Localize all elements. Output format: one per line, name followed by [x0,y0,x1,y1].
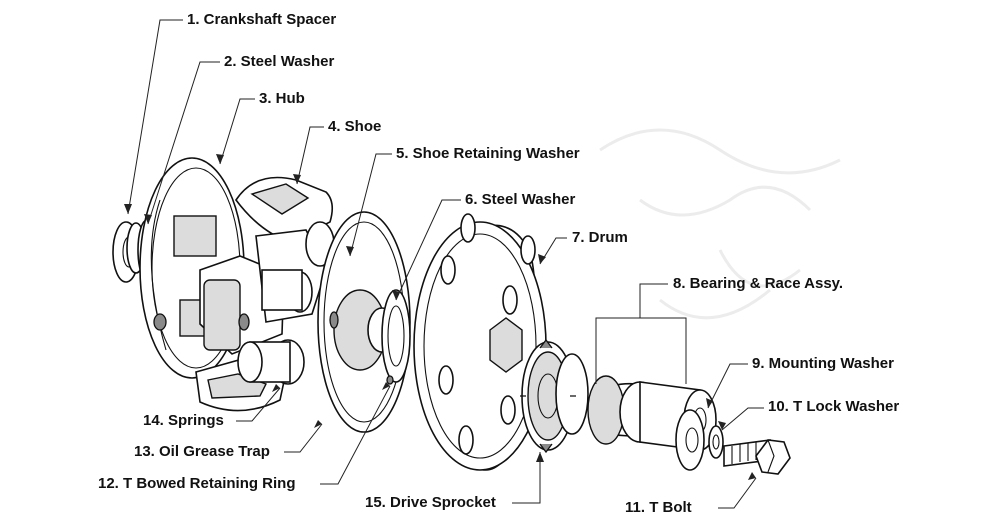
label-drum: 7. Drum [572,229,628,246]
mounting-washer-part [675,409,705,471]
leader-shoe-retaining-washer [349,153,392,257]
leader-oil-grease-trap [284,423,323,453]
label-hub: 3. Hub [259,90,305,107]
label-t-lock-washer: 10. T Lock Washer [768,398,900,415]
label-steel-washer-2: 2. Steel Washer [224,53,335,70]
label-bearing-race-assy: 8. Bearing & Race Assy. [673,275,844,292]
leader-springs [236,387,281,422]
leader-shoe [296,126,324,185]
leader-arrowheads [124,154,756,480]
label-springs: 14. Springs [143,412,224,429]
label-shoe-retaining-washer: 5. Shoe Retaining Washer [396,145,580,162]
leader-hub [219,98,255,165]
label-steel-washer-6: 6. Steel Washer [465,191,576,208]
label-t-bolt: 11. T Bolt [625,499,692,516]
leader-t-bolt [718,477,757,509]
leader-steel-washer-6 [395,199,461,301]
drive-sprocket-part [520,338,589,454]
label-drive-sprocket: 15. Drive Sprocket [365,494,496,511]
label-t-bowed-retaining-ring: 12. T Bowed Retaining Ring [98,475,296,492]
t-bolt-part [723,439,791,475]
t-lock-washer-part [708,425,724,459]
drum-part [413,213,547,471]
leader-t-bowed-retaining-ring [320,385,391,485]
label-mounting-washer: 9. Mounting Washer [752,355,894,372]
leader-lines [127,19,764,509]
label-oil-grease-trap: 13. Oil Grease Trap [134,443,270,460]
steel-washer-6-part [381,289,411,385]
leader-drive-sprocket [512,452,541,504]
label-shoe: 4. Shoe [328,118,382,135]
shoe-assembly-part [195,176,335,412]
label-crankshaft-spacer: 1. Crankshaft Spacer [187,11,337,28]
leader-bearing-assy [595,283,668,384]
leader-bearing-assy-right [640,317,687,384]
leader-t-lock-washer [721,407,764,431]
leader-drum [539,237,567,265]
leader-mounting-washer [707,363,748,409]
watermark [599,128,841,320]
leader-steel-washer-2 [147,61,220,225]
leader-crankshaft-spacer [127,19,183,215]
